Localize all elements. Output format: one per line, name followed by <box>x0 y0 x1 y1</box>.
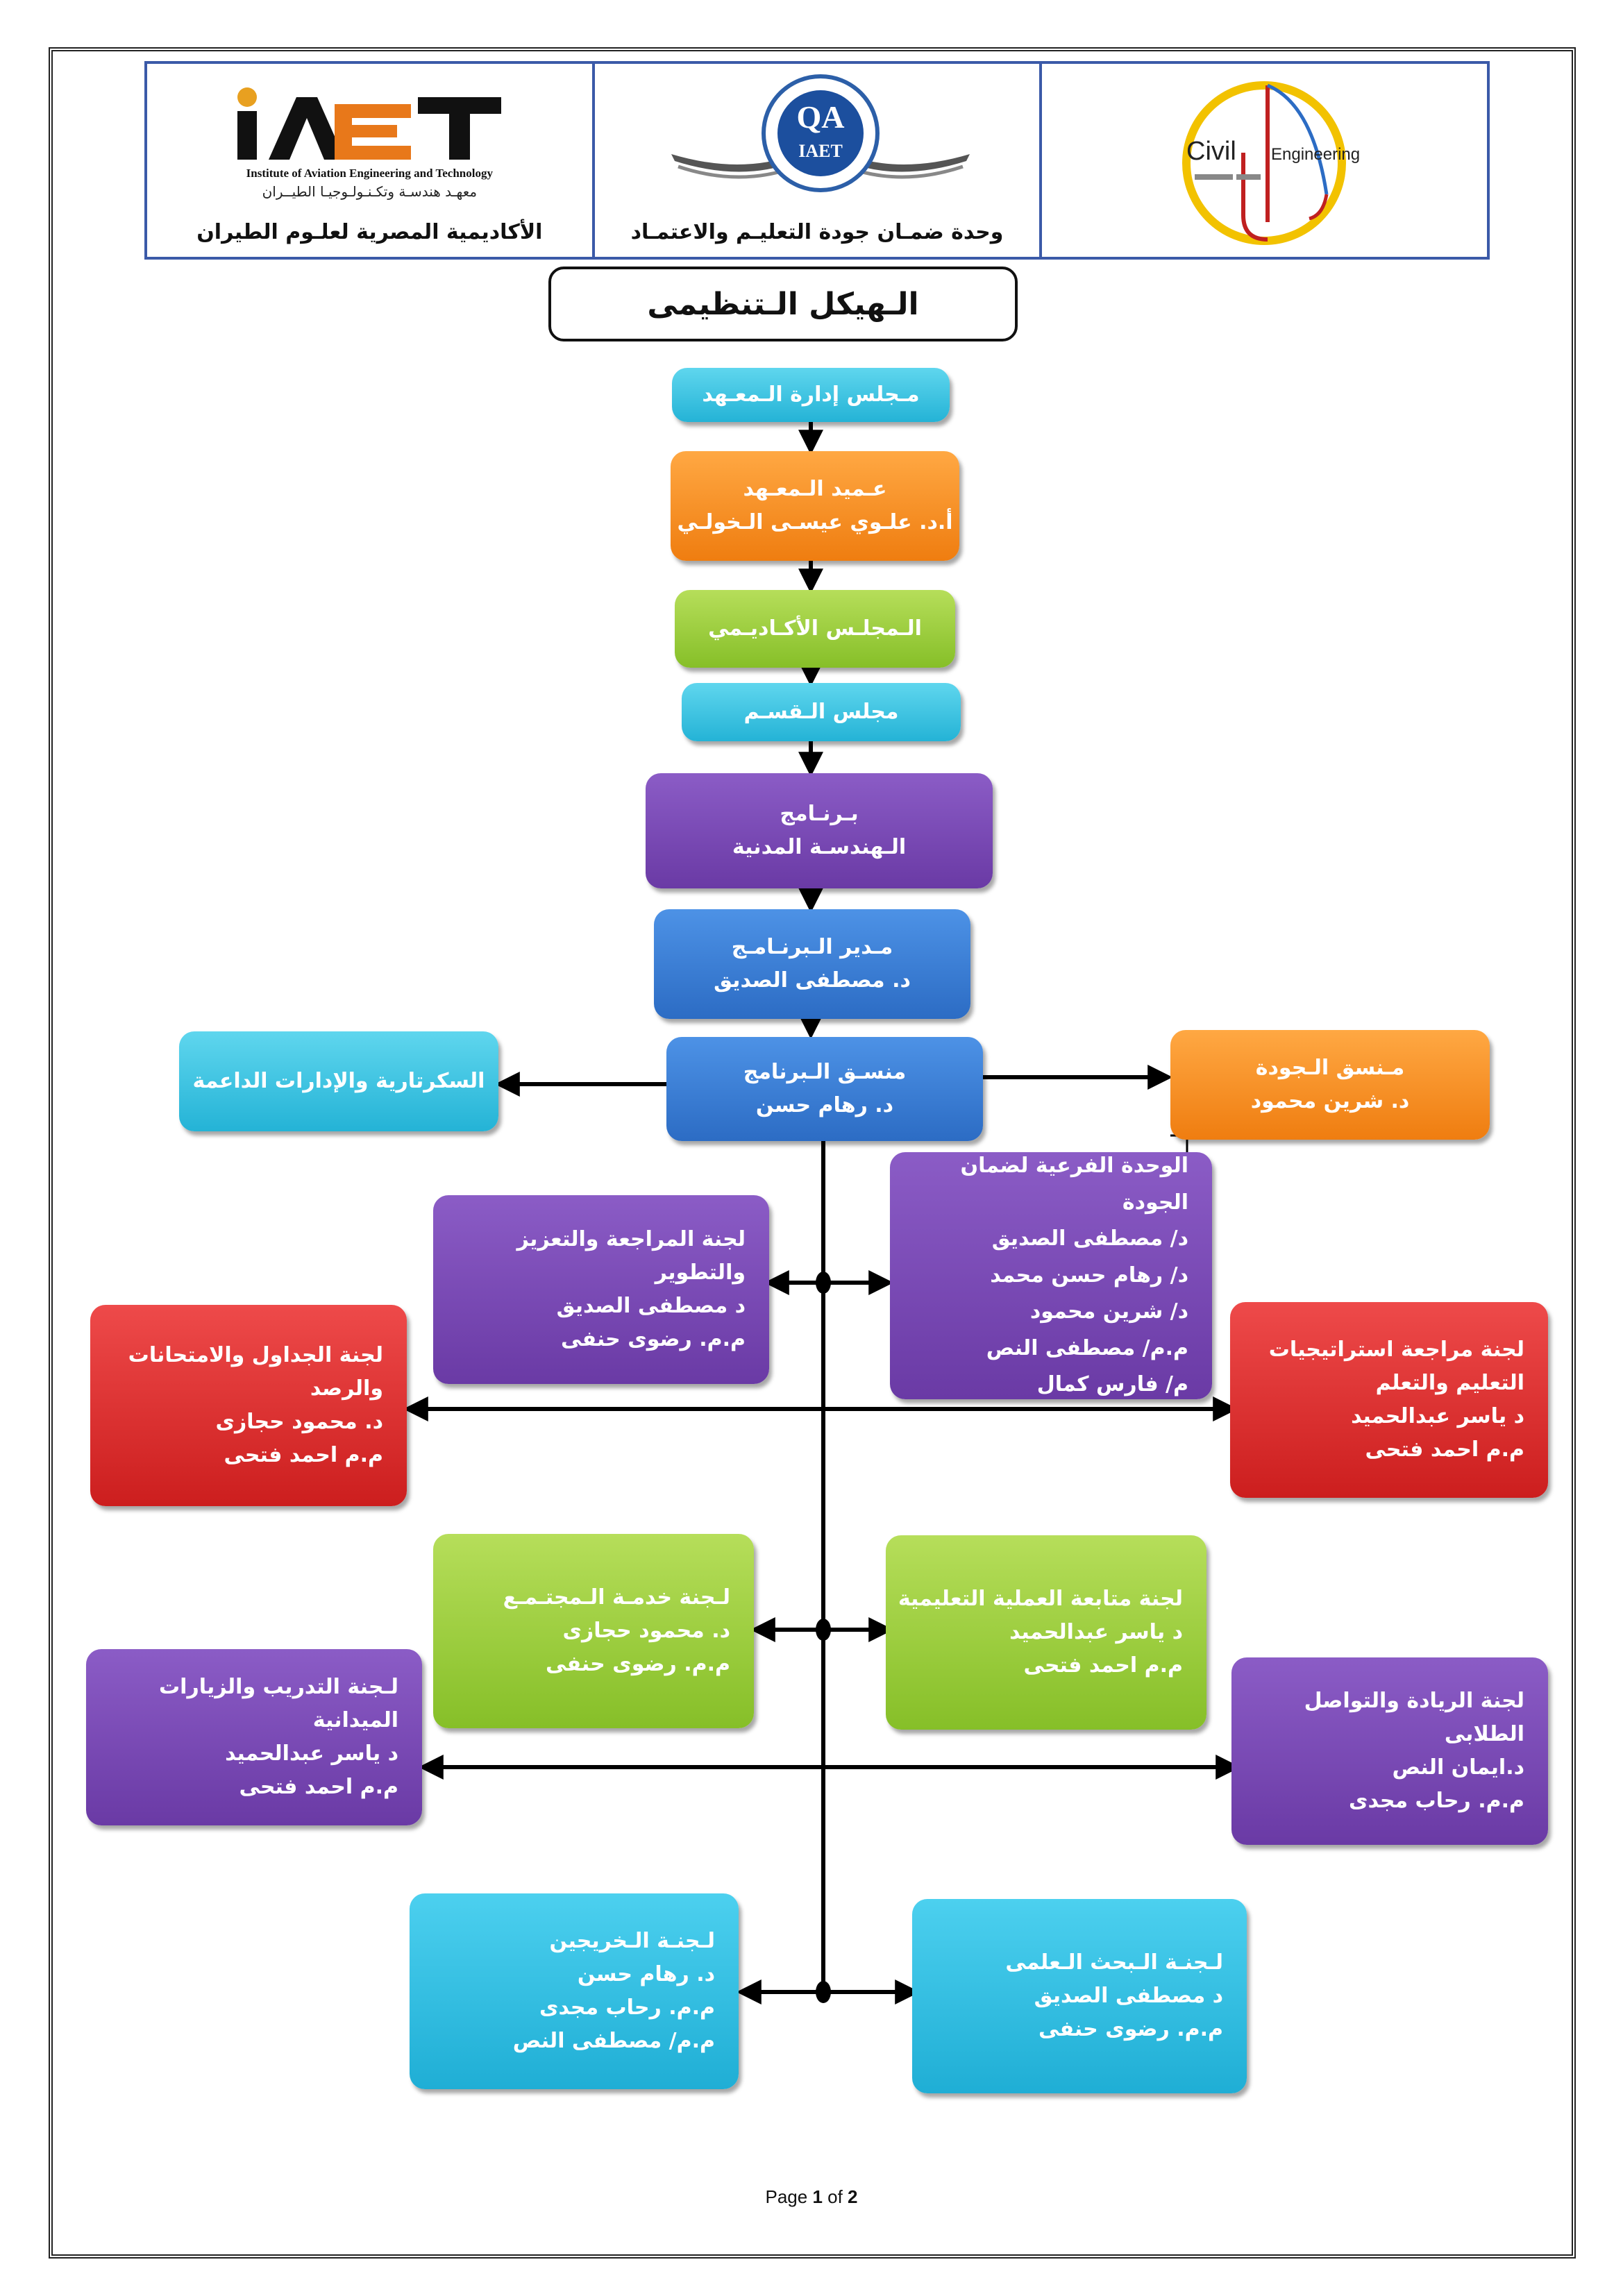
program-name: الـهندسـة المدنية <box>732 835 907 859</box>
footer-prefix: Page <box>765 2186 813 2207</box>
header-table: Institute of Aviation Engineering and Te… <box>144 61 1490 260</box>
institute-board-box: مـجلس إدارة الـمعـهد <box>672 368 950 422</box>
training-committee-box: لـجنة التدريب والزيارات الميدانية د ياسر… <box>86 1649 422 1825</box>
program-coordinator-title: منسـق الـبرنامج <box>743 1060 907 1084</box>
leadership-committee-box: لجنة الريادة والتواصل الطلابى د.ايمان ال… <box>1231 1657 1548 1845</box>
leadership-committee-title: لجنة الريادة والتواصل الطلابى <box>1304 1689 1524 1746</box>
footer-page-total: 2 <box>848 2186 858 2207</box>
academic-council-box: الـمجلـس الأكـاديـمي <box>675 590 955 668</box>
page-footer: Page 1 of 2 <box>0 2186 1623 2208</box>
strategies-committee-member-1: د ياسر عبدالحميد <box>1351 1404 1524 1428</box>
research-committee-member-1: د مصطفى الصديق <box>1034 1984 1223 2008</box>
strategies-committee-box: لجنة مراجعة استراتيجيات التعليم والتعلم … <box>1230 1302 1548 1498</box>
civil-logo-word: Civil <box>1186 137 1236 166</box>
follow-up-committee-member-2: م.م احمد فتحى <box>1023 1653 1183 1678</box>
schedules-committee-member-1: د. محمود حجازى <box>215 1410 383 1434</box>
community-committee-box: لـجنة خدمـة الـمجتـمـع د. محمود حجازى م.… <box>433 1534 754 1728</box>
schedules-committee-member-2: م.م احمد فتحى <box>224 1443 383 1467</box>
quality-subunit-line-6: م/ فارس كمال <box>1036 1372 1188 1397</box>
strategies-committee-title-2: التعليم والتعلم <box>1375 1371 1524 1395</box>
svg-text:QA: QA <box>796 99 844 135</box>
schedules-committee-box: لجنة الجداول والامتحانات والرصد د. محمود… <box>90 1305 407 1506</box>
training-committee-title: لـجنة التدريب والزيارات الميدانية <box>159 1675 398 1732</box>
quality-subunit-line-5: م.م/ مصطفى النص <box>986 1335 1188 1360</box>
quality-coordinator-box: مـنسق الـجودة د. شرين محمود <box>1170 1030 1490 1140</box>
program-coordinator-box: منسـق الـبرنامج د. رهام حسن <box>666 1037 983 1141</box>
review-committee-member-1: د مصطفى الصديق <box>556 1294 746 1318</box>
program-manager-title: مـدير الـبرنـامـج <box>731 935 893 959</box>
iaet-logo-english: Institute of Aviation Engineering and Te… <box>246 167 493 180</box>
alumni-committee-box: لـجنـة الـخريجين د. رهام حسن م.م. رحاب م… <box>410 1893 739 2089</box>
header-cell-qa: QA IAET وحدة ضمـان جودة التعليـم والاعتم… <box>595 64 1043 257</box>
civil-engineering-logo: Civil Engineering <box>1182 81 1360 245</box>
program-box: بـرنـامج الـهندسـة المدنية <box>646 773 993 888</box>
quality-subunit-line-1: الوحدة الفرعية لضمان الجودة <box>960 1154 1188 1215</box>
header-cell-iaet: Institute of Aviation Engineering and Te… <box>147 64 595 257</box>
program-manager-box: مـدير الـبرنـامـج د. مصطفى الصديق <box>654 909 970 1019</box>
review-committee-box: لجنة المراجعة والتعزيز والتطوير د مصطفى … <box>433 1195 769 1384</box>
strategies-committee-member-2: م.م احمد فتحى <box>1365 1437 1524 1462</box>
alumni-committee-title: لـجنـة الـخريجين <box>549 1929 716 1953</box>
secretary-box: السكرتارية والإدارات الداعمة <box>179 1031 498 1131</box>
training-committee-member-2: م.م احمد فتحى <box>239 1775 398 1799</box>
training-committee-member-1: د ياسر عبدالحميد <box>225 1741 398 1766</box>
alumni-committee-member-1: د. رهام حسن <box>577 1962 715 1986</box>
iaet-logo <box>237 87 501 160</box>
follow-up-committee-box: لجنة متابعة العملية التعليمية د ياسر عبد… <box>886 1535 1206 1730</box>
secretary-label: السكرتارية والإدارات الداعمة <box>192 1069 485 1093</box>
dean-title: عـميد الـمعـهد <box>743 477 887 501</box>
program-manager-name: د. مصطفى الصديق <box>714 968 911 993</box>
qa-logo-text: IAET <box>798 141 843 161</box>
qa-unit-caption: وحدة ضمـان جودة التعليـم والاعتمـاد <box>630 220 1004 244</box>
follow-up-committee-member-1: د ياسر عبدالحميد <box>1009 1620 1183 1644</box>
schedules-committee-title-1: لجنة الجداول والامتحانات <box>128 1343 383 1367</box>
footer-page-number: 1 <box>812 2186 823 2207</box>
quality-subunit-box: الوحدة الفرعية لضمان الجودة د/ مصطفى الص… <box>890 1152 1212 1399</box>
academic-council-label: الـمجلـس الأكـاديـمي <box>708 616 922 641</box>
community-committee-title: لـجنة خدمـة الـمجتـمـع <box>503 1585 730 1610</box>
research-committee-box: لـجنـة الـبحث الـعلمى د مصطفى الصديق م.م… <box>912 1899 1247 2093</box>
schedules-committee-title-2: والرصد <box>310 1376 383 1401</box>
community-committee-member-1: د. محمود حجازى <box>562 1619 730 1643</box>
review-committee-title: لجنة المراجعة والتعزيز والتطوير <box>516 1227 746 1285</box>
leadership-committee-member-2: م.م. رحاب مجدى <box>1349 1789 1524 1813</box>
strategies-committee-title-1: لجنة مراجعة استراتيجيات <box>1268 1337 1524 1362</box>
footer-middle: of <box>822 2186 848 2207</box>
header-cell-civil: Civil Engineering <box>1042 64 1487 257</box>
quality-subunit-line-2: د/ مصطفى الصديق <box>991 1226 1188 1251</box>
page-title: الـهيكل الـتنظيمى <box>548 267 1018 341</box>
program-coordinator-name: د. رهام حسن <box>755 1093 894 1117</box>
department-council-box: مجلس الـقسـم <box>682 683 961 741</box>
dean-box: عـميد الـمعـهد أ.د. علـوي عيسـى الـخولـي <box>671 451 959 561</box>
quality-coordinator-title: مـنسق الـجودة <box>1255 1056 1405 1080</box>
research-committee-member-2: م.م. رضوى حنفى <box>1038 2017 1223 2041</box>
engineering-logo-word: Engineering <box>1271 145 1360 164</box>
community-committee-member-2: م.م. رضوى حنفى <box>545 1652 730 1676</box>
quality-subunit-line-4: د/ شرين محمود <box>1029 1299 1188 1324</box>
quality-subunit-line-3: د/ رهام حسن محمد <box>990 1263 1188 1288</box>
page-border <box>49 47 1576 2259</box>
department-council-label: مجلس الـقسـم <box>743 700 899 724</box>
academy-caption: الأكاديمية المصرية لعلـوم الطيران <box>196 220 543 244</box>
alumni-committee-member-3: م.م/ مصطفى النص <box>512 2029 715 2053</box>
review-committee-member-2: م.م. رضوى حنفى <box>560 1327 746 1351</box>
qa-logo: QA IAET <box>671 74 970 192</box>
board-label: مـجلس إدارة الـمعـهد <box>702 382 920 407</box>
quality-coordinator-name: د. شرين محمود <box>1250 1089 1410 1113</box>
iaet-logo-arabic: معهـد هندسـة وتكـنـولـوجيـا الطيــران <box>262 183 478 200</box>
alumni-committee-member-2: م.م. رحاب مجدى <box>539 1995 715 2020</box>
research-committee-title: لـجنـة الـبحث الـعلمى <box>1005 1950 1223 1975</box>
leadership-committee-member-1: د.ايمان النص <box>1392 1755 1525 1780</box>
program-title: بـرنـامج <box>780 802 859 826</box>
follow-up-committee-title: لجنة متابعة العملية التعليمية <box>898 1587 1183 1611</box>
dean-name: أ.د. علـوي عيسـى الـخولـي <box>677 510 953 534</box>
